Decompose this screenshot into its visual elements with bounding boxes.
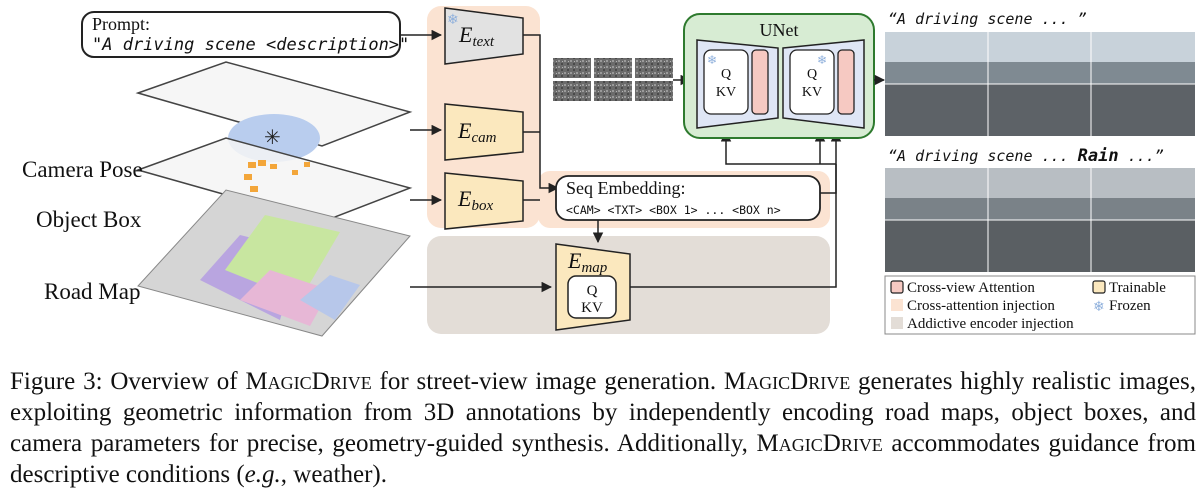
svg-text:Ebox: Ebox bbox=[457, 186, 493, 214]
output-scene-1 bbox=[885, 32, 1195, 136]
camera-pose-label: Camera Pose bbox=[22, 157, 143, 182]
svg-text:Ecam: Ecam bbox=[457, 118, 497, 146]
map-encoder-sub: map bbox=[581, 260, 607, 276]
svg-text:Etext: Etext bbox=[458, 22, 495, 50]
legend-swatch-trainable bbox=[1092, 280, 1106, 294]
caption-p2: generates highly realistic images, explo… bbox=[10, 368, 1196, 457]
road-map-blue bbox=[300, 275, 360, 320]
cam-encoder-main: E bbox=[457, 118, 472, 143]
output-scene-2-prefix: “A driving scene ... bbox=[888, 147, 1078, 165]
legend-cross-view: Cross-view Attention bbox=[907, 280, 1035, 296]
output-scene-2-suffix: ...” bbox=[1119, 147, 1164, 165]
prompt-text: "A driving scene <description>" bbox=[92, 35, 409, 55]
object-box-label: Object Box bbox=[36, 207, 142, 232]
text-encoder-sub: text bbox=[472, 34, 494, 50]
road-map-pink bbox=[240, 270, 330, 326]
map-encoder-main: E bbox=[567, 248, 582, 273]
legend-swatch-additive bbox=[891, 317, 903, 329]
unet-block-2-q: Q bbox=[807, 67, 817, 82]
unet-block-2-kv: KV bbox=[802, 85, 822, 100]
cross-view-attention-2 bbox=[837, 49, 855, 115]
legend-swatch-cross-view bbox=[890, 280, 904, 294]
map-encoder-attention bbox=[567, 275, 617, 319]
seq-embedding-box bbox=[555, 175, 821, 221]
legend-trainable: Trainable bbox=[1109, 280, 1166, 296]
legend-cross-attn: Cross-attention injection bbox=[907, 298, 1055, 314]
legend-swatch-cross-attn bbox=[891, 299, 903, 311]
cam-encoder bbox=[444, 103, 524, 161]
legend-frozen: Frozen bbox=[1109, 298, 1151, 314]
svg-text:“A driving scene ... Rain ...”: “A driving scene ... Rain ...” bbox=[888, 146, 1164, 166]
prompt-label: Prompt: bbox=[92, 14, 150, 34]
caption-name-2: MagicDrive bbox=[723, 368, 851, 395]
caption-p4: , weather). bbox=[280, 461, 387, 488]
map-encoder-q: Q bbox=[587, 283, 598, 299]
box-encoder bbox=[444, 172, 524, 230]
cross-view-attention-1 bbox=[751, 49, 769, 115]
road-map-green bbox=[225, 215, 340, 300]
frozen-icon-legend: ❄ bbox=[1093, 300, 1105, 315]
output-scene-2-emph: Rain bbox=[1078, 146, 1119, 166]
svg-text:Emap: Emap bbox=[567, 248, 608, 276]
box-encoder-main: E bbox=[457, 186, 472, 211]
road-map-label: Road Map bbox=[44, 279, 140, 304]
caption-name-1: MagicDrive bbox=[245, 368, 372, 395]
frozen-icon-text-encoder: ❄ bbox=[447, 13, 459, 28]
box-encoder-sub: box bbox=[471, 198, 493, 214]
caption-p3: accommodates guidance from descriptive c… bbox=[10, 430, 1196, 488]
output-scene-1-caption: “A driving scene ... ” bbox=[888, 10, 1087, 28]
unet-title: UNet bbox=[760, 20, 799, 40]
architecture-diagram: Prompt: "A driving scene <description>" … bbox=[22, 6, 1196, 337]
noise-latents bbox=[553, 58, 673, 101]
seq-embedding-tokens: <CAM> <TXT> <BOX 1> ... <BOX n> bbox=[566, 203, 781, 217]
unet-block-2 bbox=[789, 49, 835, 115]
unet-block-1-kv: KV bbox=[716, 85, 736, 100]
output-scene-2 bbox=[885, 168, 1195, 272]
figure-caption: Figure 3: Overview of MagicDrive for str… bbox=[10, 366, 1196, 490]
caption-p1: for street-view image generation. bbox=[371, 368, 724, 395]
text-encoder bbox=[444, 7, 524, 65]
legend-box bbox=[884, 275, 1196, 335]
frozen-icon-unet-1: ❄ bbox=[707, 53, 717, 67]
seq-embedding-title: Seq Embedding: bbox=[566, 178, 686, 198]
unet-block-1 bbox=[703, 49, 749, 115]
text-encoder-main: E bbox=[458, 22, 473, 47]
unet-block-1-q: Q bbox=[721, 67, 731, 82]
caption-eg: e.g. bbox=[244, 461, 281, 488]
camera-icon: ✳ bbox=[264, 127, 281, 149]
map-encoder-kv: KV bbox=[581, 300, 603, 316]
caption-fig: Figure 3: Overview of bbox=[10, 368, 246, 395]
caption-name-3: MagicDrive bbox=[756, 430, 883, 457]
object-boxes bbox=[244, 160, 310, 192]
frozen-icon-unet-2: ❄ bbox=[817, 53, 827, 67]
legend-additive: Addictive encoder injection bbox=[907, 316, 1074, 332]
cam-encoder-sub: cam bbox=[471, 130, 496, 146]
